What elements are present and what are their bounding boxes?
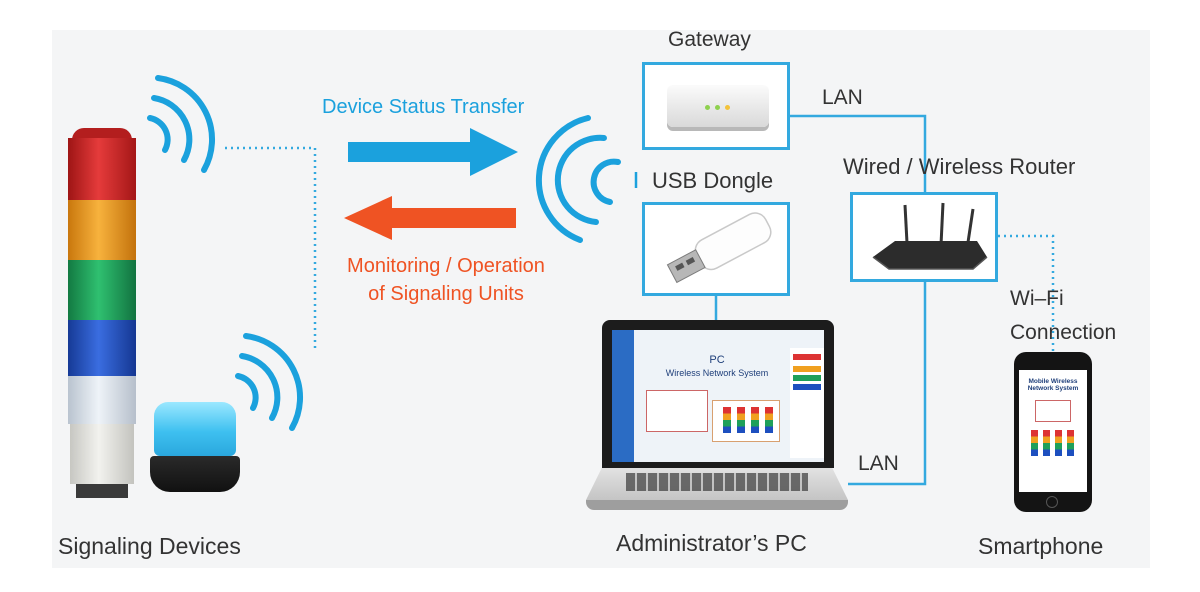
- monitoring-line1: Monitoring / Operation: [347, 255, 545, 277]
- signal-tower: [68, 128, 136, 500]
- gateway-box: [642, 62, 790, 150]
- tower-base: [70, 424, 134, 484]
- pc-screen-subtitle: Wireless Network System: [665, 368, 769, 378]
- gateway-device: [667, 85, 769, 127]
- smartphone-label: Smartphone: [978, 533, 1104, 559]
- laptop-screen: PC Wireless Network System: [612, 330, 824, 462]
- tower-red-segment: [68, 138, 136, 200]
- screen-sidebar: [612, 330, 634, 462]
- left-arrow-icon: [344, 196, 516, 240]
- pc-screen-title: PC: [709, 354, 725, 366]
- laptop-front-edge: [586, 500, 848, 510]
- laptop-keyboard-deck: [586, 468, 848, 500]
- tower-clear-segment: [68, 376, 136, 424]
- laptop-lid: PC Wireless Network System: [602, 320, 834, 468]
- router-label: Wired / Wireless Router: [843, 154, 1076, 179]
- phone-home-button: [1046, 496, 1058, 508]
- phone-screen: Mobile Wireless Network System: [1019, 370, 1087, 492]
- phone-screen-title: Mobile Wireless: [1028, 378, 1078, 385]
- usb-dongle-label: USB Dongle: [652, 168, 774, 193]
- monitoring-label: Monitoring / Operation of Signaling Unit…: [326, 252, 566, 308]
- keyboard: [626, 473, 808, 491]
- beacon-dome: [154, 402, 236, 456]
- tower-cap: [72, 128, 132, 140]
- wifi-line2: Connection: [1010, 321, 1117, 344]
- wireless-waves-icon: [535, 115, 638, 243]
- tower-blue-segment: [68, 320, 136, 376]
- wifi-label: Wi–Fi Connection: [1010, 282, 1116, 350]
- status-led: [705, 105, 710, 110]
- screen-panel-right: [790, 348, 824, 458]
- tower-foot: [76, 484, 128, 498]
- screen-tower-group: [712, 400, 780, 442]
- usb-dongle-box: [642, 202, 790, 296]
- screen-diagram: [646, 390, 708, 432]
- status-led: [715, 105, 720, 110]
- router-icon: [872, 202, 988, 270]
- wireless-waves-icon: [147, 75, 216, 173]
- status-led: [725, 105, 730, 110]
- lan-bottom-label: LAN: [858, 452, 899, 475]
- beacon-base: [150, 456, 240, 492]
- monitoring-line2: of Signaling Units: [368, 283, 524, 305]
- wireless-waves-icon: [235, 333, 304, 431]
- phone-screen-subtitle: Network System: [1027, 385, 1079, 392]
- smartphone: Mobile Wireless Network System: [1014, 352, 1092, 512]
- phone-tower-group: [1027, 428, 1079, 458]
- signaling-devices-label: Signaling Devices: [58, 533, 241, 559]
- phone-screen-box: [1035, 400, 1071, 422]
- status-transfer-label: Device Status Transfer: [322, 96, 525, 118]
- tower-green-segment: [68, 260, 136, 320]
- tower-orange-segment: [68, 200, 136, 260]
- usb-dongle-icon: [666, 212, 772, 284]
- right-arrow-icon: [348, 128, 518, 176]
- router-box: [850, 192, 998, 282]
- admin-pc-label: Administrator’s PC: [616, 530, 807, 556]
- lan-top-label: LAN: [822, 86, 863, 109]
- beacon-light: [150, 402, 240, 498]
- wifi-line1: Wi–Fi: [1010, 287, 1064, 310]
- laptop: PC Wireless Network System: [586, 320, 848, 516]
- gateway-label: Gateway: [668, 28, 751, 51]
